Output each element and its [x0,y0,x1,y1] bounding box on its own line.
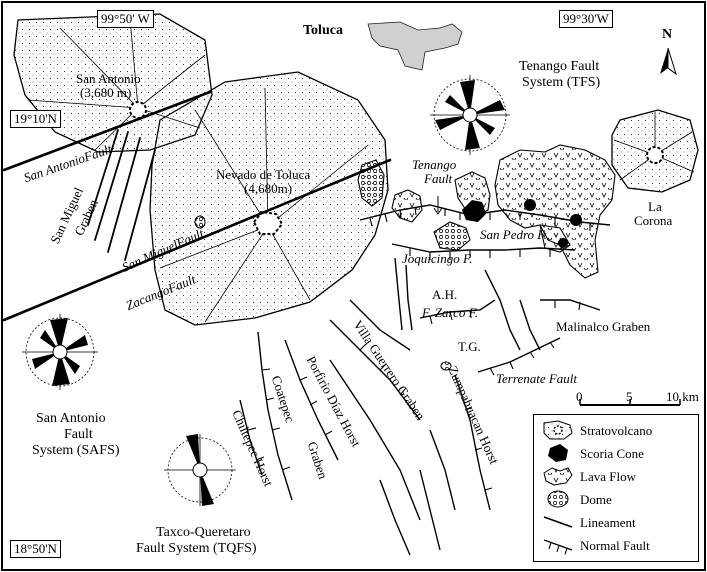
scoria-cone-1 [462,200,486,222]
scale-bar [578,389,688,409]
chiltepec-fault [239,399,263,476]
lava-flow-icon [543,467,573,486]
joquicingo-dome [433,221,471,251]
terrenate-fault-label: Terrenate Fault [496,371,578,386]
scoria-cone-icon [548,444,568,462]
ah-fault [405,264,413,331]
vg-cross-1 [329,359,421,521]
zacango-fault [2,158,392,322]
tqfs-label-2: Fault System (TQFS) [136,541,257,556]
toluca-label: Toluca [303,23,343,38]
south-fault-2 [419,469,441,551]
san-antonio-fault [2,90,212,172]
scale-10: 10 km [666,389,699,404]
la-corona-2: Corona [634,213,673,228]
safs-label-1: San Antonio [36,411,106,426]
zarco-fault-label: F. Zarco F. [422,305,479,320]
san-miguel-graben-line-2 [94,131,129,241]
south-fault-1 [379,479,411,556]
scale-0: 0 [576,389,583,404]
nevado-dome [194,215,206,229]
malinalco-fault [540,299,601,311]
vg-cross-2 [429,429,456,511]
ah-label: A.H. [432,287,458,302]
legend-row: Lineament [534,511,698,533]
ah-fault-2 [394,257,403,331]
legend-label: Lineament [580,515,636,530]
zarco-normal-fault [419,299,496,319]
tenango-fault-label-1: Tenango [412,157,457,172]
safs-rose-diagram [22,314,98,390]
coatepec-fault-2 [284,339,339,461]
tenango-fault-label-2: Fault [424,171,453,186]
tfs-label-2: System (TFS) [522,75,601,90]
legend-label: Dome [580,492,612,507]
tfs-label-1: Tenango Fault [519,59,600,74]
villa-guerrero-fault-2 [349,299,411,351]
scale-5: 5 [626,389,633,404]
normal-fault-icon [543,539,573,555]
tenango-normal-fault [359,204,611,226]
legend-label: Normal Fault [580,538,650,553]
north-arrow-icon [660,47,677,76]
tfs-rose-diagram [430,75,510,155]
tqfs-label-1: Taxco-Queretaro [156,525,251,540]
left-latitude: 19°10'N [10,110,61,128]
san-antonio-elevation: (3,680 m) [80,85,132,100]
bottom-latitude: 18°50'N [10,540,61,558]
tqfs-rose-diagram [164,434,236,506]
east-fault-2 [484,269,521,351]
legend-row: Scoria Cone [534,442,698,464]
legend-label: Stratovolcano [580,423,653,438]
safs-label-3: System (SAFS) [32,443,120,458]
terrenate-normal-fault [477,337,561,373]
san-antonio-name: San Antonio [76,71,141,86]
joquicingo-normal-fault [391,243,576,253]
san-antonio-stratovolcano [13,13,213,153]
tg-scoria [440,361,452,371]
top-left-longitude: 99°50' W [97,10,154,28]
legend-label: Lava Flow [580,469,636,484]
north-label: N [662,27,673,42]
lava-flow-3 [391,189,423,223]
legend-label: Scoria Cone [580,446,644,461]
joquicingo-fault-label: Joquicingo F. [402,251,473,266]
scoria-cone-2 [524,199,536,211]
toluca-city [367,21,463,71]
scoria-cone-4 [558,238,568,248]
nevado-elevation: (4,680m) [244,181,293,196]
la-corona-crater [646,146,664,164]
lineament-icon [543,516,573,528]
top-right-longitude: 99°30'W [559,10,613,28]
tg-label: T.G. [458,339,481,354]
villa-guerrero-fault-1 [329,319,421,421]
lava-flow-main [494,144,616,279]
dome-icon [547,490,569,508]
legend-row: Normal Fault [534,534,698,556]
nevado-de-toluca-stratovolcano [149,71,389,326]
san-miguel-graben-line-4 [124,149,156,261]
legend: Stratovolcano Scoria Cone Lava Flow Dome… [533,414,699,562]
san-antonio-crater [129,101,147,119]
san-pedro-fault-label: San Pedro F. [480,227,547,242]
san-miguel-graben-line-1 [107,137,141,253]
nevado-name: Nevado de Toluca [216,167,311,182]
stratovolcano-icon [543,420,573,440]
safs-label-2: Fault [64,427,93,442]
east-fault-1 [519,299,541,351]
legend-row: Stratovolcano [534,419,698,441]
legend-row: Lava Flow [534,465,698,487]
san-miguel-graben-line-3 [87,129,119,226]
la-corona-1: La [648,199,662,214]
legend-row: Dome [534,488,698,510]
malinalco-graben-label: Malinalco Graben [556,319,651,334]
scoria-cone-3 [570,214,582,226]
